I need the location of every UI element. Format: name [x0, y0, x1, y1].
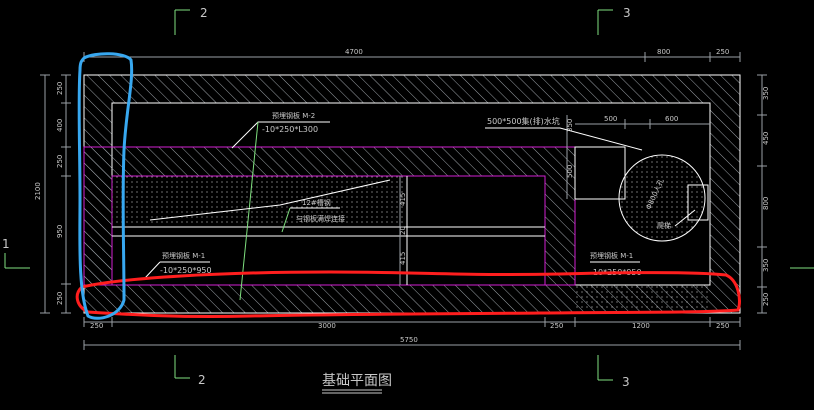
axis-marker-top-right: 3 [597, 6, 631, 35]
dim-top-seg2: 800 [657, 48, 670, 56]
axis-marker-left: 1 [2, 237, 30, 269]
dim-top-seg3: 250 [716, 48, 729, 56]
axis-marker-top-left: 2 [174, 6, 208, 35]
label-pit: 500*500集(排)水坑 [487, 116, 560, 126]
dim-top-total: 4700 [345, 48, 363, 56]
dim-left-s1: 250 [56, 82, 64, 95]
dim-left-total: 2100 [34, 182, 42, 200]
dim-right-s4: 350 [762, 259, 770, 272]
dim-v415-top: 415 [399, 193, 407, 206]
dimension-bottom: 250 3000 250 1200 250 5750 [83, 317, 741, 350]
dim-bottom-seg1: 250 [90, 322, 103, 330]
drawing-title: 基础平面图 [322, 372, 392, 389]
label-plate-m1-right-title: 预埋钢板 M-1 [590, 251, 633, 260]
dim-h500: 500 [604, 115, 617, 123]
label-plate-m1-left-spec: -10*250*950 [160, 266, 212, 275]
axis-marker-bottom-right: 3 [597, 355, 630, 389]
dim-right-s2: 450 [762, 132, 770, 145]
dimension-top: 4700 800 250 [83, 48, 741, 62]
dim-left-s3: 250 [56, 155, 64, 168]
label-rebar-spec: 与钢板满焊连接 [296, 214, 345, 223]
dim-left-s2: 400 [56, 119, 64, 132]
label-plate-m2-spec: -10*250*L300 [262, 125, 318, 134]
label-plate-m2-title: 预埋钢板 M-2 [272, 111, 315, 120]
inner-beam [83, 146, 576, 286]
drawing-title-group: 基础平面图 [322, 372, 392, 394]
axis-label-top-right: 3 [623, 6, 631, 20]
dim-v500: 500 [566, 165, 574, 178]
axis-marker-bottom-left: 2 [174, 355, 206, 387]
dim-v20: 20 [399, 226, 407, 235]
dim-right-s1: 350 [762, 87, 770, 100]
dim-bottom-seg3: 250 [550, 322, 563, 330]
label-plug: 爬梯 [657, 221, 671, 230]
dim-right-s3: 800 [762, 197, 770, 210]
pit-area [574, 146, 710, 313]
red-markup-outline [75, 270, 741, 319]
label-rebar-title: 12#槽钢 [302, 198, 331, 207]
label-plate-m1-left-title: 预埋钢板 M-1 [162, 251, 205, 260]
dimension-left: 2100 250 400 250 950 250 [34, 74, 71, 314]
dim-left-s5: 250 [56, 292, 64, 305]
inner-dimensions: 415 20 415 350 500 500 600 [399, 115, 710, 285]
pit-rect [574, 146, 626, 200]
dim-bottom-total: 5750 [400, 336, 418, 344]
dim-left-s4: 950 [56, 225, 64, 238]
axis-label-bottom-left: 2 [198, 373, 206, 387]
axis-label-top-left: 2 [200, 6, 208, 20]
axis-label-left: 1 [2, 237, 10, 251]
dim-right-s5: 250 [762, 293, 770, 306]
dim-v415-bot: 415 [399, 252, 407, 265]
dimension-right: 350 450 800 350 250 [757, 74, 770, 314]
dim-bottom-seg2: 3000 [318, 322, 336, 330]
dim-v350: 350 [566, 119, 574, 132]
dim-bottom-seg4: 1200 [632, 322, 650, 330]
axis-label-bottom-right: 3 [622, 375, 630, 389]
dim-bottom-seg5: 250 [716, 322, 729, 330]
blue-markup-outline [77, 52, 134, 320]
dim-h600: 600 [665, 115, 678, 123]
